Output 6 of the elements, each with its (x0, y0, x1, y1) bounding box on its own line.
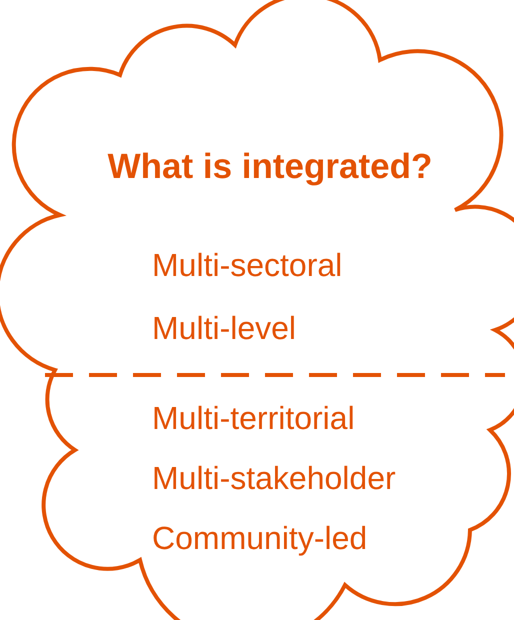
list-item: Community-led (152, 519, 368, 558)
list-item: Multi-level (152, 309, 296, 348)
heading: What is integrated? (106, 146, 434, 188)
list-item: Multi-sectoral (152, 246, 342, 285)
list-item: Multi-stakeholder (152, 459, 396, 498)
list-item: Multi-territorial (152, 399, 355, 438)
